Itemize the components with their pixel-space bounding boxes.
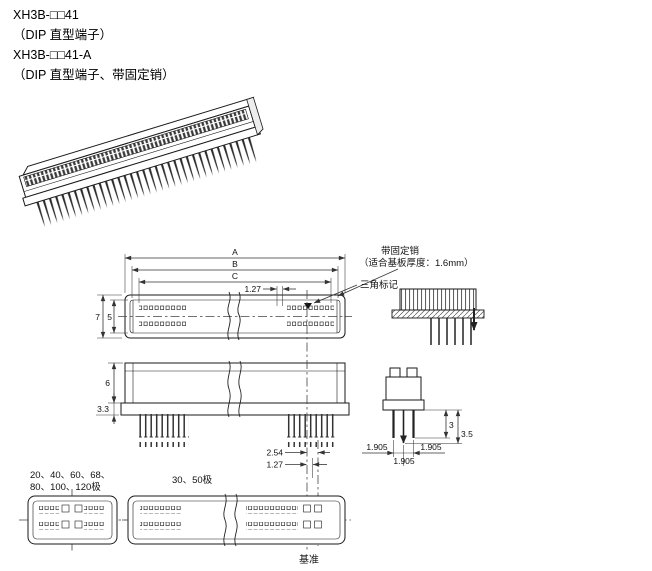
dim-1905-mid-label: 1.905 [393, 456, 415, 466]
large-pad [61, 520, 70, 529]
triangle-mark [304, 303, 312, 309]
poles-group2-label: 30、50极 [172, 474, 213, 486]
pad-row [84, 506, 105, 514]
bottom-view-large [122, 493, 351, 547]
title-block: XH3B-□□41 （DIP 直型端子） XH3B-□□41-A （DIP 直型… [13, 5, 175, 85]
dim-1905-right-label: 1.905 [420, 442, 442, 452]
model-2-description: （DIP 直型端子、带固定销） [13, 68, 175, 82]
pcb-section [391, 309, 485, 319]
contact-row [287, 321, 334, 329]
fixing-pin-note-line2: （适合基板厚度：1.6mm） [359, 257, 474, 269]
side-view-body [399, 288, 477, 311]
bottom-view-small [19, 489, 126, 551]
poles-group1-line2: 80、100、120极 [30, 481, 101, 493]
dim-127-label: 1.27 [266, 460, 283, 470]
dim-1905-left-label: 1.905 [366, 442, 388, 452]
large-pad [303, 520, 311, 529]
front-view-dimensions: 6 3.3 [96, 362, 123, 424]
end-view-dimensions: 3 3.5 1.905 1.905 1.905 [362, 409, 473, 466]
model-number-2: XH3B-□□41-A [13, 48, 92, 62]
triangle-mark-note: 三角标记 [313, 279, 399, 304]
pad-row [140, 506, 182, 514]
large-pad [61, 504, 70, 513]
triangle-mark-label: 三角标记 [360, 279, 399, 291]
dim-c-label: C [232, 271, 238, 281]
pad-row [246, 506, 298, 514]
pad-row [84, 522, 105, 530]
pad-row [38, 522, 59, 530]
isometric-connector-illustration [18, 96, 264, 232]
contact-row [139, 321, 186, 329]
large-pad [74, 504, 83, 513]
pole-count-labels: 20、40、60、68、 80、100、120极 30、50极 [30, 470, 213, 493]
large-pad [314, 504, 322, 513]
side-view-on-board [391, 288, 485, 345]
datum-label: 基准 [299, 553, 319, 566]
pad-row [246, 522, 298, 530]
dim-height-6-label: 6 [105, 378, 110, 388]
dim-height-5-label: 5 [107, 312, 112, 322]
pin-group-right [286, 414, 336, 447]
pin-group-left [139, 414, 189, 447]
large-pad [74, 520, 83, 529]
model-number-1: XH3B-□□41 [13, 8, 79, 22]
model-1-description: （DIP 直型端子） [13, 28, 113, 42]
dim-pin-3-label: 3 [449, 420, 454, 430]
pin-row [32, 136, 262, 232]
dim-height-7-label: 7 [95, 312, 100, 322]
contact-row [139, 304, 186, 312]
pitch-dimensions: 2.54 1.27 [266, 448, 330, 470]
pad-row [38, 506, 59, 514]
dim-pin-35-label: 3.5 [461, 429, 473, 439]
contact-row [287, 304, 334, 312]
dim-254-label: 2.54 [266, 448, 283, 458]
fixing-pin-note-line1: 带固定销 [381, 245, 420, 257]
end-view-drawing [382, 367, 425, 444]
dim-b-label: B [232, 259, 238, 269]
front-view-drawing [120, 360, 350, 447]
dim-height-33-label: 3.3 [97, 404, 109, 414]
dim-a-label: A [232, 247, 238, 257]
top-view-dimensions: A B C 1.27 7 5 [95, 247, 346, 339]
contact-teeth-strip [23, 108, 249, 187]
large-pad [314, 520, 322, 529]
top-view-drawing [118, 291, 352, 341]
pad-row [140, 522, 182, 530]
dim-pitch-127-label: 1.27 [244, 284, 261, 294]
large-pad [303, 504, 311, 513]
fixing-pin-note: 带固定销 （适合基板厚度：1.6mm） [337, 245, 474, 297]
poles-group1-line1: 20、40、60、68、 [30, 470, 110, 481]
